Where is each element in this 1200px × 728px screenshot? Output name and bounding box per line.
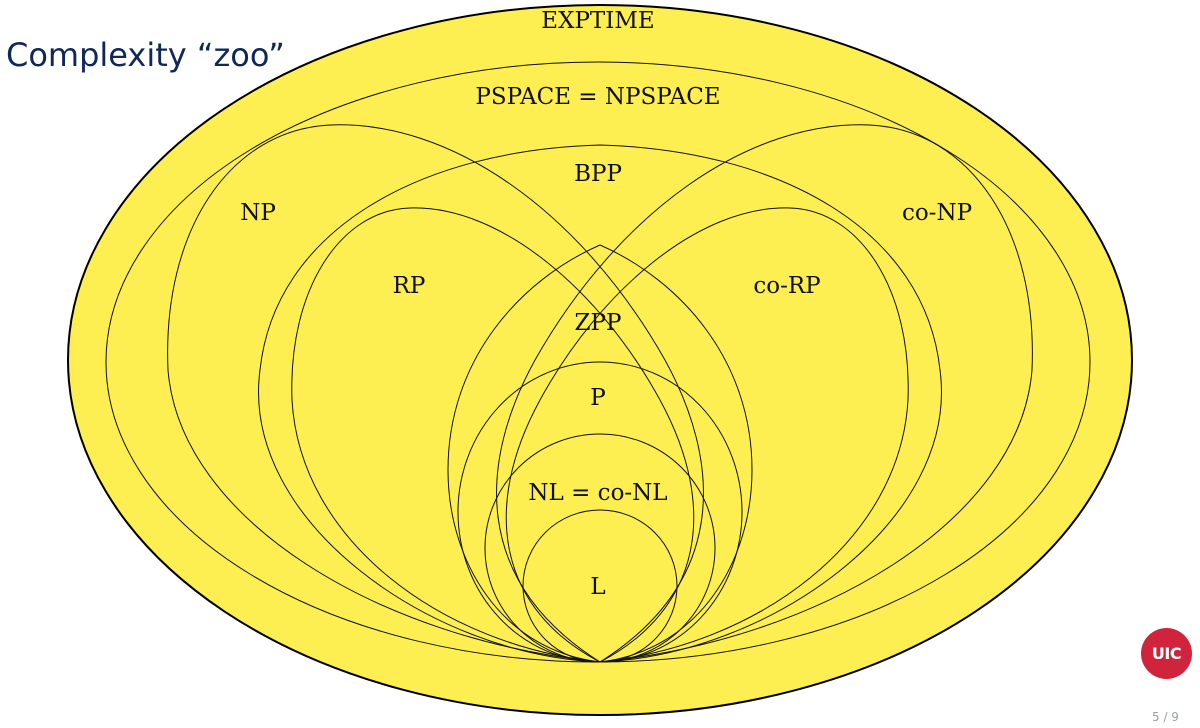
page-number: 5 / 9	[1152, 710, 1179, 724]
bpp-label: BPP	[574, 161, 622, 187]
rp-region	[291, 207, 695, 663]
slide-title: Complexity “zoo”	[6, 36, 285, 74]
exptime-region	[67, 4, 1133, 716]
uic-logo: UIC	[1141, 628, 1192, 679]
nl-label: NL = co-NL	[528, 480, 667, 506]
pspace-label: PSPACE = NPSPACE	[475, 84, 720, 110]
corp-region	[505, 207, 909, 663]
l-region	[522, 509, 678, 663]
bpp-region	[258, 144, 942, 663]
np-region	[167, 124, 704, 663]
conp-label: co-NP	[902, 200, 972, 226]
conp-region	[496, 124, 1033, 663]
rp-label: RP	[393, 273, 426, 299]
corp-label: co-RP	[753, 273, 820, 299]
exptime-label: EXPTIME	[541, 8, 654, 34]
np-label: NP	[240, 200, 276, 226]
p-label: P	[590, 385, 605, 411]
l-label: L	[590, 574, 605, 600]
zpp-label: ZPP	[575, 310, 622, 336]
